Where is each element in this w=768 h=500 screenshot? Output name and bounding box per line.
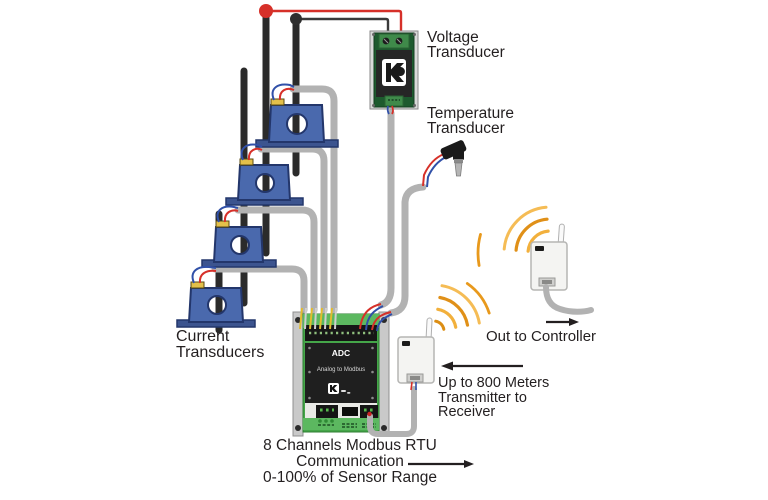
adc-to-transmitter-cable [367, 386, 417, 437]
adc-right-rail [378, 311, 390, 437]
adc-display [342, 407, 358, 416]
cable-voltage [377, 109, 395, 309]
adc-front-panel [305, 343, 377, 403]
ct3-terminals [215, 220, 230, 228]
current-transducer-2 [225, 143, 304, 206]
adc-comm-terminal [360, 405, 378, 418]
wireless-receiver [476, 205, 594, 315]
current-transducers-label: Current Transducers [176, 328, 265, 361]
ct3-body [212, 226, 265, 263]
adc-logo-icon [328, 383, 351, 394]
radio-waves-transmitter-icon [434, 282, 491, 331]
modbus-arrow [408, 460, 474, 468]
adc-comm-connection-dot [367, 411, 372, 417]
phase-tap-red-dot [259, 4, 273, 18]
modbus-communication-label: 8 Channels Modbus RTU Communication 0-10… [262, 437, 438, 486]
vt-input-terminal [378, 33, 410, 49]
adc-title: ADC [331, 348, 351, 358]
ct4-body [187, 287, 245, 323]
current-transducer-1 [255, 83, 339, 148]
ct2-body [236, 164, 292, 201]
range-arrow [441, 361, 523, 371]
current-transducer-4 [176, 265, 256, 328]
receiver-output-cable [543, 284, 594, 315]
out-arrow [546, 318, 579, 326]
ct1-body [267, 104, 326, 143]
ct1-terminals [270, 98, 285, 106]
cable-ct1 [289, 85, 338, 314]
cable-ct3 [234, 206, 318, 314]
adc-unit [292, 311, 390, 437]
temperature-transducer-label: Temperature Transducer [427, 105, 515, 137]
voltage-transducer-label: Voltage Transducer [427, 29, 505, 61]
transmitter-range-label: Up to 800 Meters Transmitter to Receiver [438, 375, 550, 420]
vt-output-terminal [384, 95, 404, 107]
adc-input-terminal-strip [305, 325, 377, 341]
ct2-terminals [239, 158, 254, 166]
current-transducer-3 [201, 205, 277, 268]
transmitter-led [402, 341, 410, 346]
ct4-terminals [190, 281, 205, 289]
signal-cables [211, 85, 427, 317]
cable-ct4 [211, 265, 308, 314]
temperature-probe [422, 140, 467, 188]
adc-subtitle: Analog to Modbus [316, 367, 366, 373]
cable-ct2 [257, 145, 328, 314]
out-to-controller-label: Out to Controller [486, 328, 597, 345]
receiver-led [535, 246, 544, 251]
adc-left-rail [292, 311, 304, 437]
cable-temperature [387, 183, 427, 317]
voltage-transducer-device [369, 30, 419, 115]
wireless-transmitter [397, 282, 491, 391]
k-logo-icon [382, 59, 406, 86]
adc-input-wires [299, 303, 393, 332]
phase-tap-black-dot [290, 13, 302, 25]
voltage-tap-wires [259, 4, 403, 36]
